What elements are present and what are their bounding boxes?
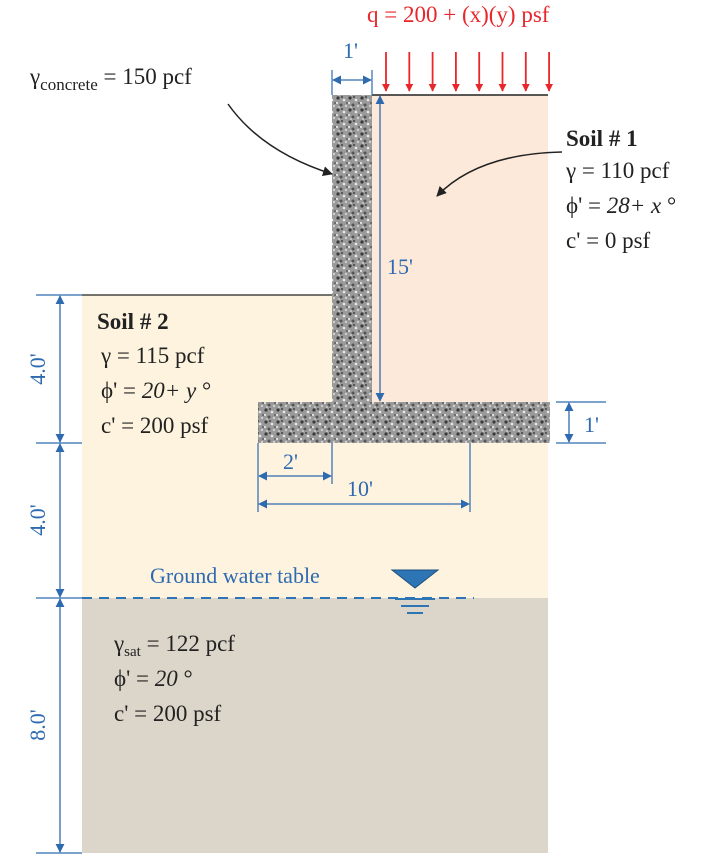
water-table-label: Ground water table [150,563,320,588]
soil-1-unit-weight: γ = 110 pcf [565,158,670,183]
soil-1-region [372,95,548,403]
soil-2-title: Soil # 2 [97,309,169,334]
saturated-unit-weight: γsat = 122 pcf [113,631,235,660]
surcharge-load-arrows [382,52,554,92]
base-width-label: 10' [347,476,373,501]
saturated-friction-angle: ϕ' = 20 ° [114,666,193,691]
saturated-cohesion: c' = 200 psf [114,701,222,726]
water-table-icon [390,569,440,589]
wall-base [258,402,550,443]
base-thickness-label: 1' [584,412,599,437]
concrete-unit-weight-label: γconcrete = 150 pcf [29,64,192,94]
wall-stem [332,95,372,405]
saturated-soil-region [82,598,548,853]
surcharge-label: q = 200 + (x)(y) psf [367,2,550,27]
soil-1-pointer-arrow [436,151,563,197]
depth-lower-label: 8.0' [25,709,50,741]
soil-2-friction-angle: ϕ' = 20+ y ° [101,378,211,403]
depth-upper-label: 4.0' [25,353,50,385]
soil-1-friction-angle: ϕ' = 28+ x ° [566,193,676,218]
depth-middle-label: 4.0' [25,504,50,536]
soil-2-unit-weight: γ = 115 pcf [100,343,205,368]
concrete-pointer-arrow [227,103,333,177]
stem-thickness-label: 1' [343,38,358,63]
toe-length-label: 2' [283,449,298,474]
stem-height-label: 15' [387,254,413,279]
soil-1-title: Soil # 1 [566,126,638,151]
soil-2-cohesion: c' = 200 psf [101,413,209,438]
soil-1-cohesion: c' = 0 psf [566,228,651,253]
